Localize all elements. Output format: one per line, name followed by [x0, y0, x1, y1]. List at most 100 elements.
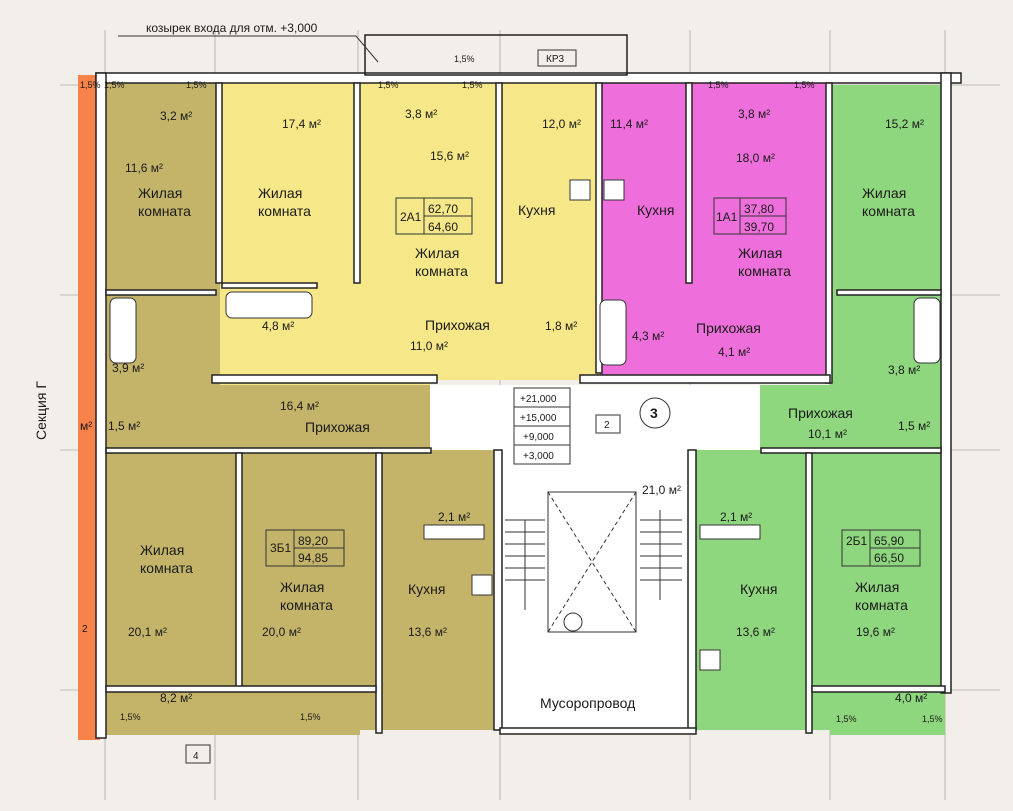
sink-icon-green [699, 524, 761, 540]
pink-bath-area: 4,3 м² [632, 329, 664, 343]
canopy-label: козырек входа для отм. +3,000 [146, 21, 318, 35]
stair-steps-left [505, 519, 545, 610]
yellow-room1-area: 17,4 м² [282, 117, 321, 131]
section-label: Секция Г [33, 381, 49, 440]
apartment-2a1 [220, 75, 600, 385]
sink-icon-olive [423, 524, 485, 540]
circle-3-label: 3 [650, 405, 658, 421]
slope-label: 1,5% [120, 712, 141, 722]
canopy-leader [118, 35, 379, 63]
olive-kitchen-area: 13,6 м² [408, 625, 447, 639]
stair-labels: +21,000 +15,000 +9,000 +3,000 2 3 21,0 м… [520, 394, 681, 711]
olive-room-top-area: 11,6 м² [125, 161, 163, 175]
box-2 [595, 414, 621, 434]
slope-label: 1,5% [462, 80, 483, 90]
bathtub-icon-yellow [225, 291, 313, 319]
yellow-hall-area: 11,0 м² [410, 339, 448, 353]
apt-code-2a1: 2А1 [400, 210, 422, 224]
kitchen-label: Кухня [637, 202, 674, 218]
apt-1a1-area2: 39,70 [744, 220, 774, 234]
olive-balcony-bottom [100, 690, 360, 735]
green-hall-area: 10,1 м² [808, 427, 847, 441]
green-wc2-area: 2,1 м² [720, 510, 752, 524]
apt-3b1-area1: 89,20 [298, 534, 328, 548]
apartment-3b1 [100, 75, 500, 735]
pink-hall-area: 4,1 м² [718, 345, 750, 359]
kr3-box [537, 49, 577, 67]
fixtures [109, 179, 941, 671]
garbage-chute-icon [563, 612, 583, 632]
magenta-apartment-area [600, 75, 830, 380]
yellow-kitchen-area: 12,0 м² [542, 117, 581, 131]
green-wc-area: 1,5 м² [898, 419, 930, 433]
apt-3b1-area2: 94,85 [298, 551, 328, 565]
stove-icon-green [699, 649, 721, 671]
apt-code-2b1: 2Б1 [846, 534, 868, 548]
olive-hall-area: 16,4 м² [280, 399, 319, 413]
kitchen-label: Кухня [518, 202, 555, 218]
olive-bath-area: 3,9 м² [112, 361, 144, 375]
olive-balcony-bottom-area: 8,2 м² [160, 691, 192, 705]
level-mark: +15,000 [520, 413, 557, 424]
slope-label: 1,5% [104, 80, 125, 90]
green-apartment-area [690, 85, 945, 730]
apartment-1a1 [600, 75, 830, 380]
apt-code-1a1: 1А1 [716, 210, 738, 224]
pink-kitchen-area: 11,4 м² [610, 117, 648, 131]
level-mark: +9,000 [523, 432, 554, 443]
slope-label: 1,5% [794, 80, 815, 90]
apartment-2b1 [690, 85, 945, 735]
slope-label: 1,5% [708, 80, 729, 90]
box-4-frame [185, 744, 211, 764]
yellow-apartment-area [220, 75, 600, 385]
kitchen-label: Кухня [740, 581, 777, 597]
box-4-label: 4 [193, 751, 199, 762]
stair-area-label: 21,0 м² [642, 483, 681, 497]
hall-label: Прихожая [696, 320, 761, 336]
slope-labels: 1,5% 1,5% 1,5% 1,5% 1,5% 1,5% 1,5% 1,5% … [80, 54, 943, 724]
neighbor-section-strip [78, 75, 100, 740]
slope-label: 1,5% [922, 714, 943, 724]
level-mark: +21,000 [520, 394, 557, 405]
green-kitchen-area: 13,6 м² [736, 625, 775, 639]
stair-steps-right [640, 510, 682, 600]
apt-code-3b1: 3Б1 [270, 541, 292, 555]
apt-2a1-area2: 64,60 [428, 220, 458, 234]
olive-balcony-top-area: 3,2 м² [160, 109, 192, 123]
yellow-room2-area: 15,6 м² [430, 149, 469, 163]
apt-1a1-area1: 37,80 [744, 202, 774, 216]
green-room-area: 19,6 м² [856, 625, 895, 639]
kitchen-label: Кухня [408, 581, 445, 597]
slope-label: 1,5% [80, 80, 101, 90]
green-room-top-area: 15,2 м² [885, 117, 924, 131]
bathtub-icon-green [913, 297, 941, 364]
kr3-label: КР3 [546, 54, 564, 65]
hall-label: Прихожая [425, 317, 490, 333]
stove-icon-olive [471, 574, 493, 596]
walls [95, 34, 962, 739]
olive-room-bm-area: 20,0 м² [262, 625, 301, 639]
olive-room-bl-area: 20,1 м² [128, 625, 167, 639]
green-balcony-area: 4,0 м² [895, 691, 927, 705]
hall-label: Прихожая [788, 405, 853, 421]
apt-2a1-area1: 62,70 [428, 202, 458, 216]
green-bath-area: 3,8 м² [888, 363, 920, 377]
garbage-chute-label: Мусоропровод [540, 695, 635, 711]
stove-icon-pink [603, 179, 625, 201]
olive-wc2-area: 2,1 м² [438, 510, 470, 524]
apt-code-boxes [265, 197, 921, 567]
magenta-labels: 11,4 м² Кухня 3,8 м² 18,0 м² 1А1 37,80 3… [610, 107, 791, 359]
yellow-bath-area: 4,8 м² [262, 319, 294, 333]
slope-label: 1,5% [186, 80, 207, 90]
hall-label: Прихожая [305, 419, 370, 435]
pink-room-area: 18,0 м² [736, 151, 775, 165]
stove-icon-yellow [569, 179, 591, 201]
